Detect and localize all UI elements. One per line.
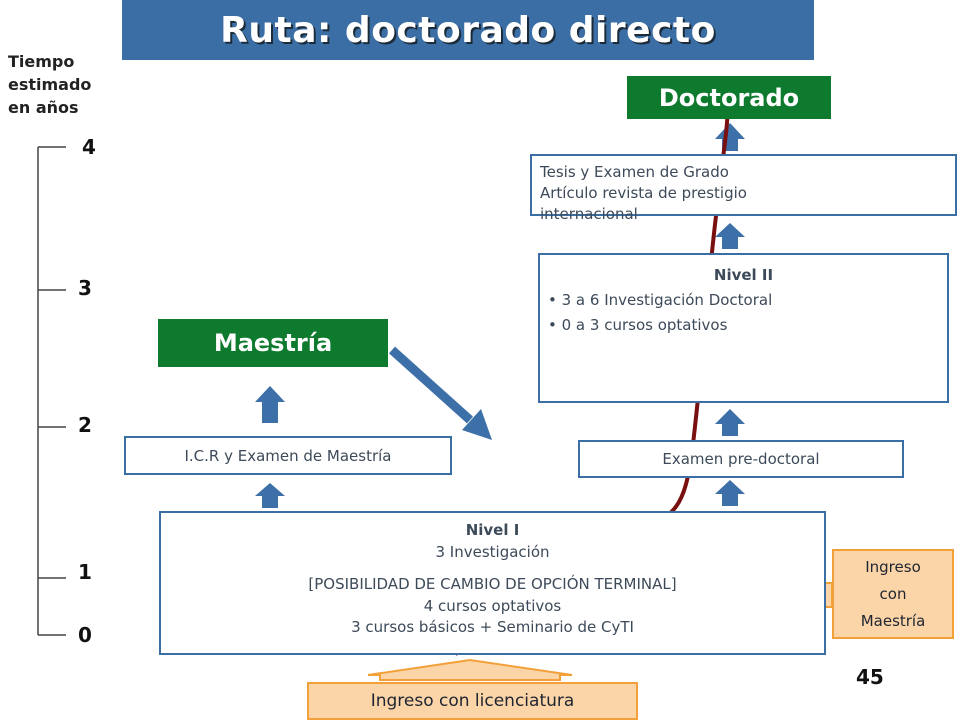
nivel-ii-item-text: 3 a 6 Investigación Doctoral — [561, 291, 773, 309]
up-arrow-icon — [715, 409, 745, 436]
tick-label: 3 — [78, 276, 92, 300]
icr-box: I.C.R y Examen de Maestría — [124, 436, 452, 475]
up-arrow-icon — [715, 480, 745, 506]
up-arrow-icon — [715, 123, 745, 151]
nivel-i-title: Nivel I — [465, 521, 520, 539]
nivel-i-line: 3 cursos básicos + Seminario de CyTI — [351, 618, 634, 636]
nivel-i-line: 3 Investigación — [435, 543, 550, 561]
time-axis-label-line: en años — [8, 98, 79, 117]
doctorado-box: Doctorado — [627, 76, 831, 119]
page-title: Ruta: doctorado directo — [220, 9, 716, 51]
ingreso-maestria-line: Maestría — [860, 612, 926, 630]
up-arrow-icon — [715, 223, 745, 249]
nivel-i-line: 4 cursos optativos — [423, 597, 562, 615]
ingreso-licenciatura-box: Ingreso con licenciatura — [307, 682, 638, 720]
tick-label: 4 — [82, 135, 96, 159]
tick-label: 2 — [78, 413, 92, 437]
predoc-box: Examen pre-doctoral — [578, 440, 904, 478]
doctorado-label: Doctorado — [658, 83, 800, 112]
diagonal-arrow-icon — [388, 346, 492, 440]
predoc-label: Examen pre-doctoral — [662, 450, 820, 468]
nivel-ii-item: • 0 a 3 cursos optativos — [548, 316, 728, 334]
page-number: 45 — [856, 665, 884, 689]
ingreso-maestria-line: Ingreso — [865, 558, 921, 576]
nivel-ii-title: Nivel II — [713, 266, 774, 284]
nivel-ii-box: Nivel II • 3 a 6 Investigación Doctoral … — [538, 253, 949, 403]
maestria-label: Maestría — [213, 329, 333, 357]
time-axis-label-line: estimado — [8, 75, 92, 94]
up-arrow-icon — [255, 386, 285, 423]
ingreso-maestria-line: con — [879, 585, 907, 603]
maestria-box: Maestría — [158, 319, 388, 367]
icr-label: I.C.R y Examen de Maestría — [184, 446, 392, 465]
ingreso-maestria-box: Ingreso con Maestría — [832, 549, 954, 639]
tick-label: 1 — [78, 560, 92, 584]
time-axis-label-line: Tiempo — [8, 52, 75, 71]
tesis-line: internacional — [540, 205, 638, 223]
time-axis — [37, 146, 66, 636]
ingreso-licenciatura-label: Ingreso con licenciatura — [370, 691, 575, 711]
time-axis-label: Tiempo estimado en años — [8, 50, 118, 119]
nivel-ii-item-text: 0 a 3 cursos optativos — [561, 316, 728, 334]
title-banner: Ruta: doctorado directo — [122, 0, 814, 60]
nivel-ii-item: • 3 a 6 Investigación Doctoral — [548, 291, 773, 309]
tick-label: 0 — [78, 623, 92, 647]
nivel-i-box: Nivel I 3 Investigación [POSIBILIDAD DE … — [159, 511, 826, 655]
nivel-i-line: [POSIBILIDAD DE CAMBIO DE OPCIÓN TERMINA… — [308, 575, 677, 593]
tesis-line: Tesis y Examen de Grado — [540, 163, 729, 181]
up-arrow-icon — [255, 483, 285, 508]
tesis-box: Tesis y Examen de Grado Artículo revista… — [530, 154, 957, 223]
up-arrow-orange-icon — [367, 658, 573, 681]
tesis-line: Artículo revista de prestigio — [540, 184, 747, 202]
